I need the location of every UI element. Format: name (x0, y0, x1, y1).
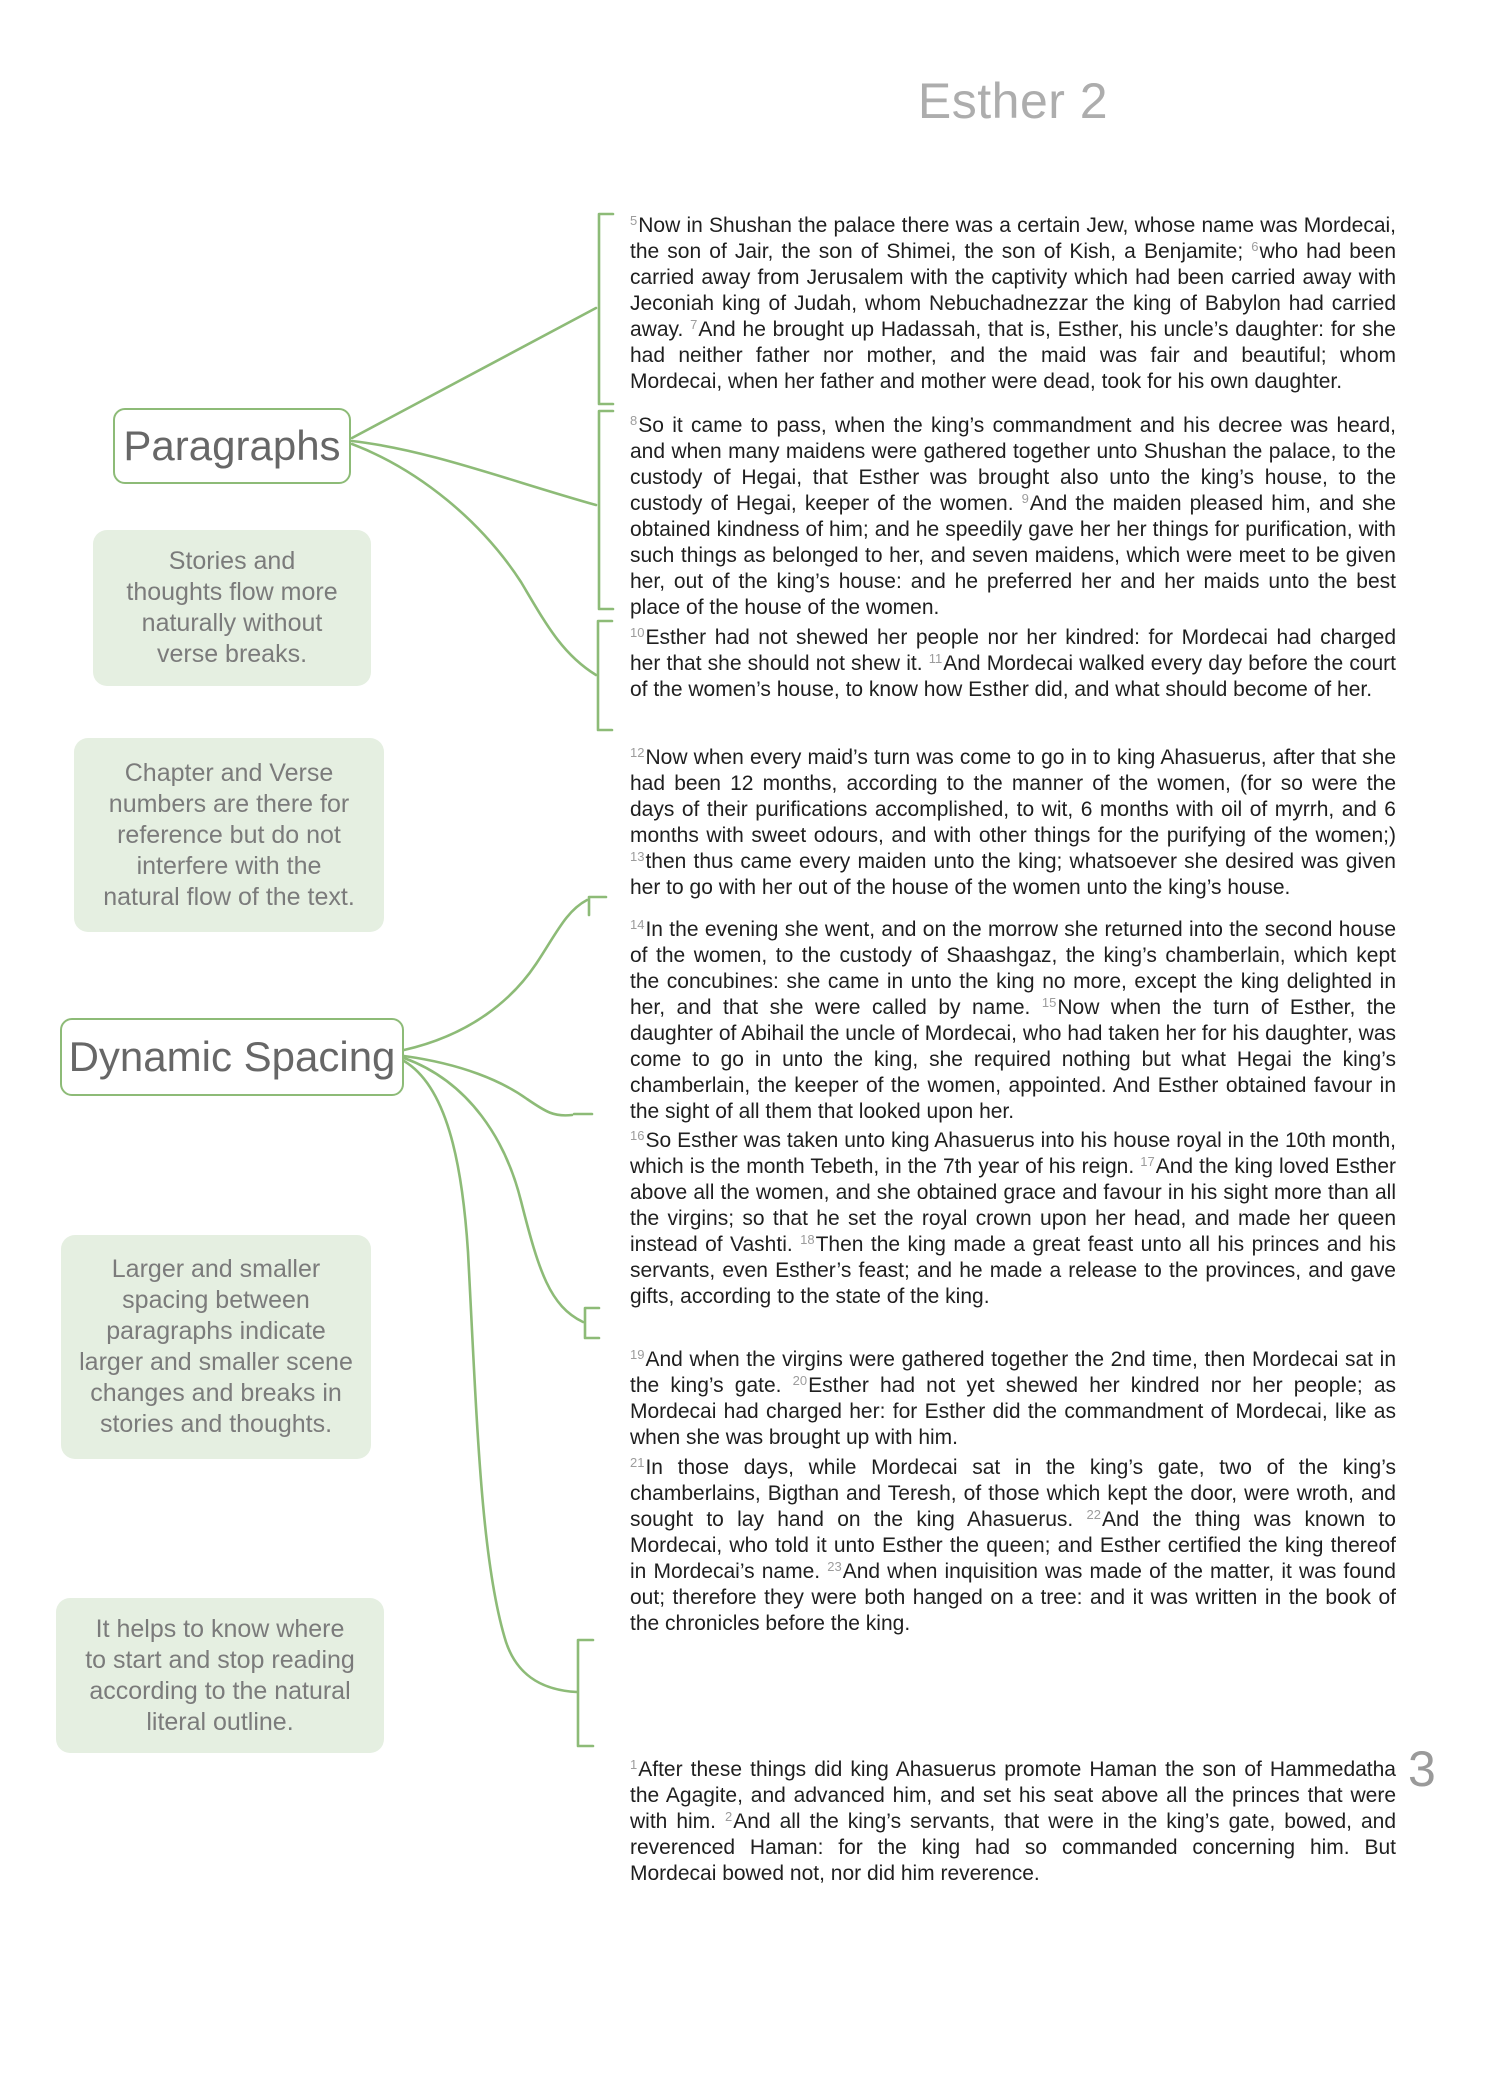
scripture-paragraph: 8So it came to pass, when the king’s com… (630, 413, 1396, 619)
scripture-paragraph: 21In those days, while Mordecai sat in t… (630, 1455, 1396, 1635)
note-chapter-verse-numbers: Chapter and Verse numbers are there for … (74, 738, 384, 932)
page-title: Esther 2 (917, 73, 1109, 129)
verse-number: 16 (630, 1128, 645, 1143)
note-verse-breaks: Stories and thoughts flow more naturally… (93, 530, 371, 686)
scripture-paragraph: 14In the evening she went, and on the mo… (630, 917, 1396, 1123)
verse-number: 7 (690, 317, 698, 332)
verse-number: 6 (1251, 239, 1259, 254)
scripture-paragraph: 10Esther had not shewed her people nor h… (630, 625, 1396, 701)
scripture-paragraph: 5Now in Shushan the palace there was a c… (630, 213, 1397, 393)
note-spacing-scene-changes: Larger and smaller spacing between parag… (61, 1235, 371, 1459)
callout-paragraphs: Paragraphs (113, 408, 351, 484)
verse-number: 11 (928, 651, 943, 666)
page-number: 3 (1408, 1741, 1436, 1797)
verse-number: 13 (630, 849, 645, 864)
verse-number: 21 (630, 1455, 645, 1470)
verse-number: 5 (630, 213, 638, 228)
callout-dynamic-spacing-label: Dynamic Spacing (68, 1033, 396, 1080)
scripture-paragraph: 1After these things did king Ahasuerus p… (630, 1757, 1397, 1885)
verse-number: 17 (1140, 1154, 1155, 1169)
verse-number: 12 (630, 745, 645, 760)
note-start-stop-reading: It helps to know where to start and stop… (56, 1598, 384, 1753)
verse-number: 10 (630, 625, 645, 640)
verse-number: 1 (630, 1757, 638, 1772)
verse-number: 9 (1021, 491, 1029, 506)
verse-number: 15 (1041, 995, 1057, 1010)
verse-number: 22 (1086, 1507, 1101, 1522)
scripture-paragraph: 12Now when every maid’s turn was come to… (630, 745, 1396, 899)
verse-number: 14 (630, 917, 645, 932)
callout-dynamic-spacing: Dynamic Spacing (60, 1018, 404, 1096)
verse-number: 2 (725, 1809, 733, 1824)
callout-paragraphs-label: Paragraphs (123, 422, 341, 469)
verse-number: 18 (800, 1232, 815, 1247)
verse-number: 19 (630, 1347, 645, 1362)
verse-number: 23 (827, 1559, 842, 1574)
scripture-paragraph: 16So Esther was taken unto king Ahasueru… (630, 1128, 1396, 1308)
verse-number: 8 (630, 413, 638, 428)
scripture-paragraph: 19And when the virgins were gathered tog… (630, 1347, 1396, 1449)
verse-number: 20 (792, 1373, 808, 1388)
